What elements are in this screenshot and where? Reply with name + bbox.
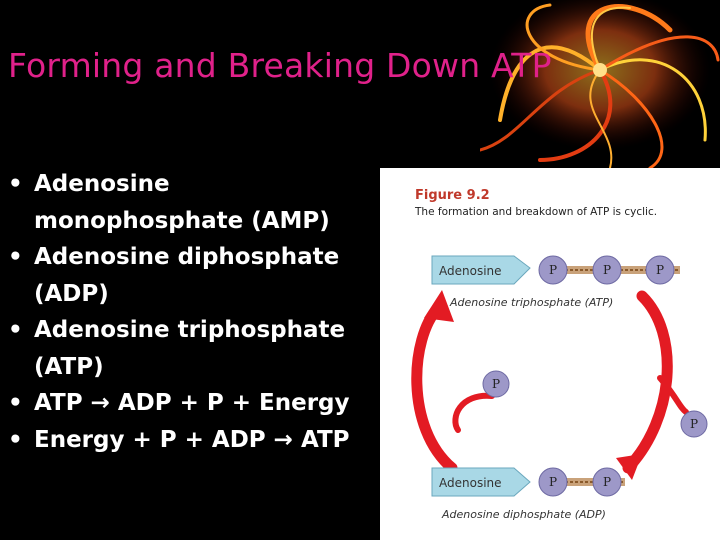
formation-arrow [411, 302, 458, 474]
atp-name-label: Adenosine triphosphate (ATP) [449, 296, 613, 309]
adp-adenosine-label: Adenosine [439, 476, 502, 490]
adp-phosphate-2 [592, 467, 622, 497]
slide-title: Forming and Breaking Down ATP [8, 46, 552, 85]
atp-phosphate-1-label: P [549, 263, 557, 277]
atp-phosphate-3 [645, 255, 675, 285]
adenosine-block-adp [431, 467, 531, 497]
phosphate-in-arrow [452, 392, 495, 433]
atp-phosphate-2-label: P [603, 263, 611, 277]
free-phosphate-left [482, 370, 510, 398]
figure-label: Figure 9.2 [415, 188, 490, 203]
adp-phosphate-1-label: P [549, 475, 557, 489]
phosphate-out-arrow [657, 375, 689, 415]
bullet-item-amp: Adenosine monophosphate (AMP) [6, 166, 386, 239]
formation-arrow-head [424, 290, 454, 322]
atp-adenosine-label: Adenosine [439, 264, 502, 278]
adp-molecule: Adenosine P P Adenosine diphosphate (ADP… [431, 467, 625, 521]
bullet-list: Adenosine monophosphate (AMP) Adenosine … [6, 166, 386, 458]
atp-phosphate-2 [592, 255, 622, 285]
adp-phosphate-1 [538, 467, 568, 497]
adenosine-block-atp [431, 255, 531, 285]
atp-cycle-figure: Figure 9.2 The formation and breakdown o… [380, 168, 720, 540]
atp-cycle-diagram: Figure 9.2 The formation and breakdown o… [411, 188, 708, 521]
free-phosphate-left-label: P [492, 377, 500, 391]
adp-phosphate-2-label: P [603, 475, 611, 489]
free-phosphate-right-label: P [690, 417, 698, 431]
bullet-item-adp: Adenosine diphosphate (ADP) [6, 239, 386, 312]
free-phosphate-right [680, 410, 708, 438]
bullet-item-atp-formation: Energy + P + ADP → ATP [6, 422, 386, 459]
adp-name-label: Adenosine diphosphate (ADP) [441, 508, 606, 521]
bullet-item-atp: Adenosine triphosphate (ATP) [6, 312, 386, 385]
breakdown-arrow-head [616, 454, 642, 480]
breakdown-arrow [622, 290, 673, 474]
decorative-swirl-graphic [480, 0, 720, 170]
atp-molecule: Adenosine P P P Adenosine triphosphate (… [431, 255, 680, 309]
atp-phosphate-1 [538, 255, 568, 285]
figure-caption: The formation and breakdown of ATP is cy… [414, 206, 657, 218]
bullet-item-atp-breakdown: ATP → ADP + P + Energy [6, 385, 386, 422]
atp-phosphate-3-label: P [656, 263, 664, 277]
